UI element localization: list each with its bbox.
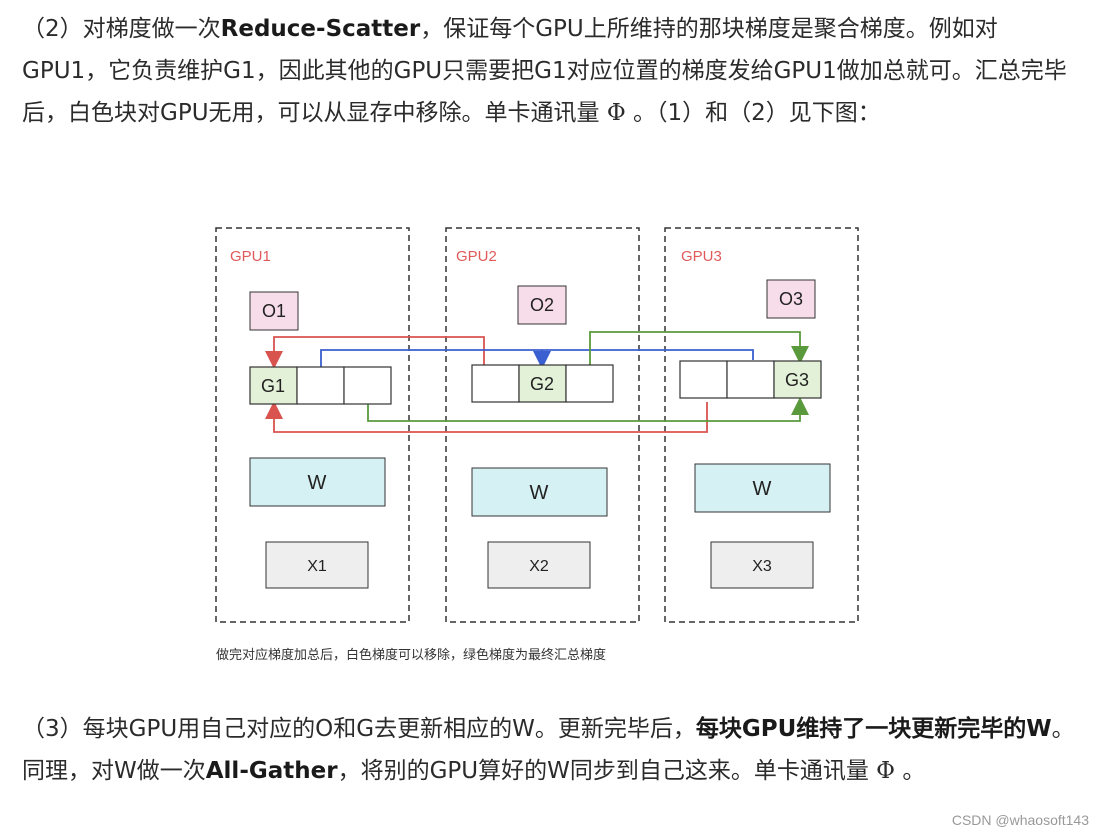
gpu3-w-label: W (753, 478, 772, 500)
gpu2-container (445, 227, 640, 623)
gpu1-empty-cell-3 (343, 366, 392, 405)
gpu2-o-box (517, 285, 567, 325)
gpu1-w-box (249, 457, 386, 507)
gpu1-g1-cell (249, 366, 298, 405)
gpu3-empty-cell-2 (726, 360, 775, 399)
gpu3-x-box (710, 541, 814, 589)
p2-prefix: （2）对梯度做一次 (22, 16, 221, 42)
gpu3-label: GPU3 (681, 248, 722, 265)
gpu1-w-label: W (308, 472, 327, 494)
gpu1-empty-cell-2 (296, 366, 345, 405)
paragraph-reduce-scatter: （2）对梯度做一次Reduce-Scatter，保证每个GPU上所维持的那块梯度… (22, 8, 1082, 134)
green-arrow-top (589, 331, 809, 365)
gpu2-g2-cell (518, 364, 567, 403)
red-arrow-bottom (265, 401, 708, 433)
diagram-svg: GPU1 GPU2 GPU3 O1 O2 O3 G1 G2 (215, 227, 859, 662)
gpu3-g-label: G3 (785, 370, 809, 390)
gpu2-empty-cell-1 (471, 364, 520, 403)
paragraph-update-all-gather: （3）每块GPU用自己对应的O和G去更新相应的W。更新完毕后，每块GPU维持了一… (22, 708, 1082, 792)
gpu2-empty-cell-3 (565, 364, 614, 403)
zero-diagram-figure: GPU1 GPU2 GPU3 O1 O2 O3 G1 G2 (190, 210, 890, 680)
p2-bold-term: Reduce-Scatter (220, 16, 421, 42)
gpu3-o-label: O3 (779, 289, 803, 309)
p3-bold-term: All-Gather (205, 758, 338, 784)
gpu2-g-label: G2 (530, 374, 554, 394)
gpu3-o-box (766, 279, 816, 319)
blue-arrow (320, 349, 754, 368)
gpu2-o-label: O2 (530, 295, 554, 315)
figure-caption: 做完对应梯度加总后，白色梯度可以移除，绿色梯度为最终汇总梯度 (216, 647, 606, 662)
p2-suffix: 。（1）和（2）见下图： (625, 100, 881, 126)
gpu3-empty-cell-1 (679, 360, 728, 399)
gpu1-x-box (265, 541, 369, 589)
gpu1-o-box (249, 291, 299, 331)
p3-bold-statement: 每块GPU维持了一块更新完毕的W (695, 716, 1052, 742)
gpu2-w-box (471, 467, 608, 517)
gpu2-x-box (487, 541, 591, 589)
green-arrow-bottom (367, 397, 809, 422)
gpu3-w-box (694, 463, 831, 513)
p3-suffix: 。 (895, 758, 926, 784)
p3-prefix: （3）每块GPU用自己对应的O和G去更新相应的W。更新完毕后， (22, 716, 696, 742)
gpu3-g3-cell (773, 360, 822, 399)
gpu1-o-label: O1 (262, 301, 286, 321)
p2-phi-symbol: Φ (606, 100, 626, 126)
csdn-watermark: CSDN @whaosoft143 (951, 812, 1089, 828)
gpu2-w-label: W (530, 482, 549, 504)
gpu1-x-label: X1 (307, 558, 327, 575)
gpu3-container (664, 227, 859, 623)
gpu1-g-label: G1 (261, 376, 285, 396)
red-arrow-top (265, 336, 485, 369)
gpu1-label: GPU1 (230, 248, 271, 265)
p3-middle: 。同理，对W做一次 (22, 716, 1075, 784)
gpu3-x-label: X3 (752, 558, 772, 575)
gpu1-container (215, 227, 410, 623)
p2-body: ，保证每个GPU上所维持的那块梯度是聚合梯度。例如对GPU1，它负责维护G1，因… (22, 16, 1067, 126)
p3-body: ，将别的GPU算好的W同步到自己这来。单卡通讯量 (337, 758, 877, 784)
p3-phi-symbol: Φ (876, 758, 896, 784)
gpu2-x-label: X2 (529, 558, 549, 575)
gpu2-label: GPU2 (456, 248, 497, 265)
